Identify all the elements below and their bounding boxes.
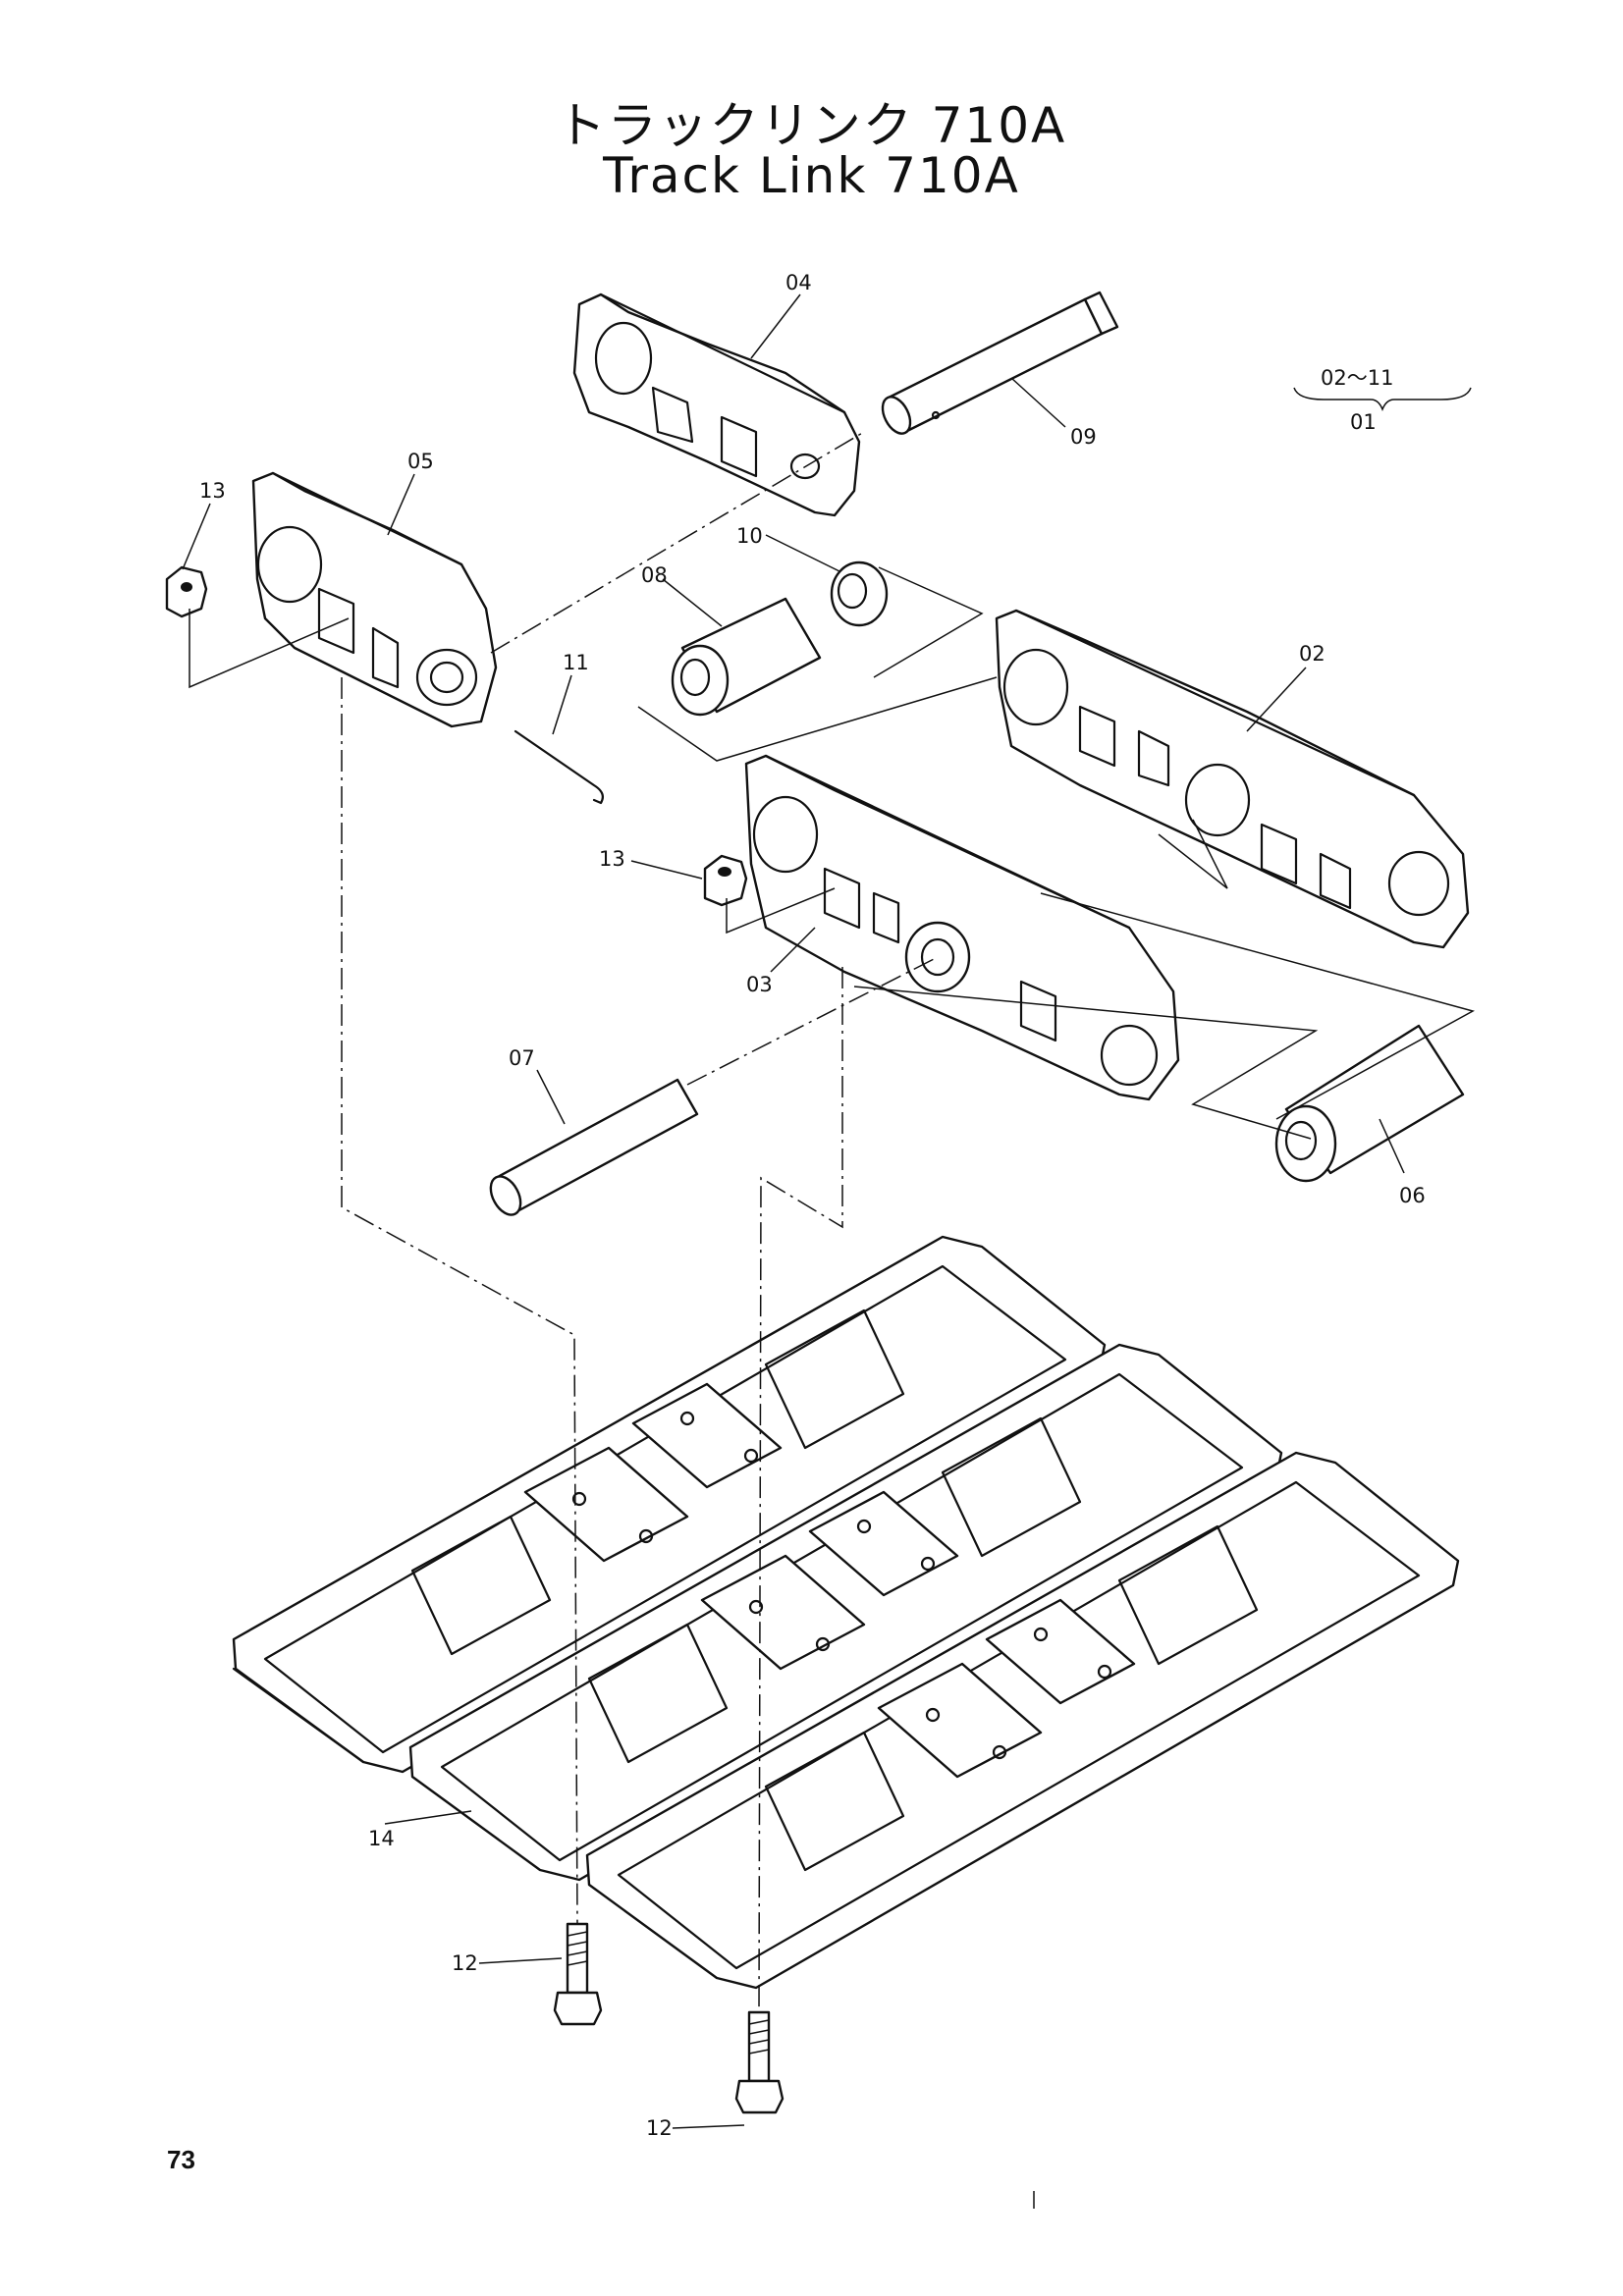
callout-02: 02 <box>1299 642 1325 666</box>
part-14-shoe-3 <box>585 1451 1460 1990</box>
callout-06: 06 <box>1399 1184 1426 1207</box>
part-14-shoe-1 <box>232 1235 1107 1774</box>
part-06-bushing <box>1274 1024 1465 1183</box>
part-10-seal <box>830 561 889 627</box>
range-top-label: 02～11 <box>1321 366 1393 390</box>
range-bracket: 02～11 01 <box>1293 366 1472 434</box>
page-number: 73 <box>167 2145 195 2174</box>
callout-13-middle: 13 <box>599 847 625 871</box>
callout-03: 03 <box>746 973 773 996</box>
part-08-bushing <box>671 597 822 717</box>
callout-11: 11 <box>563 651 589 674</box>
callout-labels: 04 09 05 13 10 08 11 02 13 03 07 06 14 1… <box>199 271 1426 2140</box>
callout-12-right: 12 <box>646 2116 673 2140</box>
part-13-nut-middle <box>703 854 748 907</box>
callout-08: 08 <box>641 563 668 587</box>
title-japanese: トラックリンク 710A <box>556 97 1067 154</box>
part-11-cotter <box>514 729 604 805</box>
range-bottom-label: 01 <box>1350 410 1377 434</box>
assembly-lines <box>189 431 1475 2013</box>
part-12-bolt-left <box>553 1922 603 2026</box>
callout-12-left: 12 <box>452 1951 478 1975</box>
callout-09: 09 <box>1070 425 1097 449</box>
part-13-nut-left <box>165 565 208 618</box>
part-14-shoe-2 <box>408 1343 1283 1882</box>
callout-07: 07 <box>509 1046 535 1070</box>
range-brace <box>1293 387 1472 412</box>
part-03-link <box>744 754 1180 1101</box>
part-04-link <box>572 293 861 517</box>
callout-04: 04 <box>785 271 812 294</box>
title-english: Track Link 710A <box>603 147 1020 204</box>
callout-14: 14 <box>368 1827 395 1850</box>
part-02-link <box>995 609 1470 949</box>
leader-lines <box>182 294 1405 2129</box>
part-09-pin <box>881 291 1119 435</box>
callout-10: 10 <box>736 524 763 548</box>
part-07-pin <box>489 1078 699 1216</box>
callout-05: 05 <box>407 450 434 473</box>
part-12-bolt-right <box>734 2010 784 2114</box>
part-05-link <box>251 471 498 728</box>
callout-13-left: 13 <box>199 479 226 503</box>
